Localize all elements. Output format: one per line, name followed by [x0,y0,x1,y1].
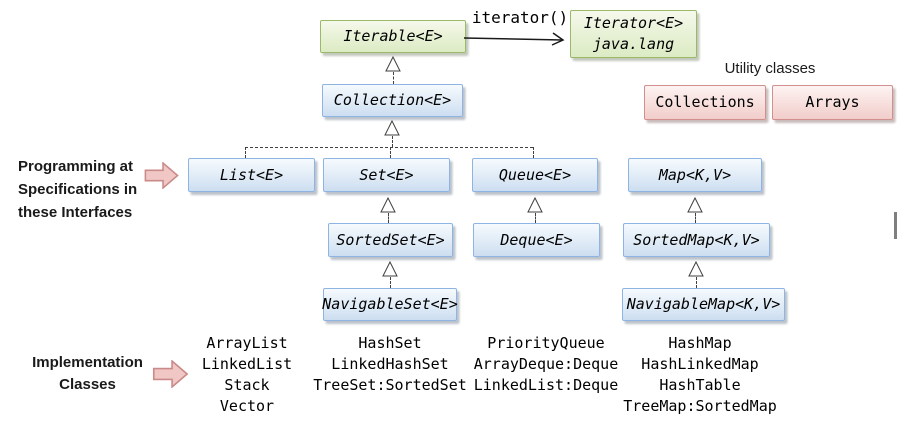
connector-line [696,277,697,288]
collection-interface-box: Collection<E> [322,84,463,117]
implementation-class: PriorityQueue [487,334,605,352]
implementation-class: TreeSet:SortedSet [313,376,467,394]
implementation-class: Stack [224,376,270,394]
generalization-arrow-icon [527,197,543,213]
map-interface-box: Map<K,V> [628,158,762,192]
implementation-class: HashSet [358,334,422,352]
programming-annotation-line: Specifications in [18,181,138,198]
iterator-label: Iterator<E> [583,14,684,32]
sortedset-interface-box: SortedSet<E> [328,223,453,257]
implementation-annotation: Implementation Classes [15,352,160,396]
block-arrow-right-icon [152,360,189,388]
implementation-class: ArrayList [206,334,288,352]
connector-line [245,147,533,148]
generalization-arrow-icon [687,197,703,213]
implementation-class: LinkedList [201,355,293,373]
connector-line [695,213,696,223]
implementation-annotation-line: Implementation [32,354,143,371]
generalization-arrow-icon [384,120,400,136]
right-edge-artifact [894,212,897,239]
implementation-class: HashTable [659,376,741,394]
implementation-annotation-line: Classes [59,376,116,393]
connector-line [533,147,534,158]
iterator-method-label: iterator() [471,8,569,27]
connector-line [535,213,536,223]
navigableset-interface-box: NavigableSet<E> [322,288,458,321]
iterator-association-arrow-icon [464,32,565,46]
utility-classes-caption: Utility classes [724,60,816,77]
list-implementations: ArrayList LinkedList Stack Vector [167,333,327,417]
queue-implementations: PriorityQueue ArrayDeque:Deque LinkedLis… [456,333,636,396]
connector-line [388,213,389,223]
generalization-arrow-icon [688,261,704,277]
map-implementations: HashMap HashLinkedMap HashTable TreeMap:… [610,333,790,417]
collections-utility-box: Collections [644,85,766,120]
connector-line [392,136,393,147]
set-implementations: HashSet LinkedHashSet TreeSet:SortedSet [300,333,480,396]
connector-line [393,72,394,84]
arrays-utility-box: Arrays [772,85,893,120]
deque-interface-box: Deque<E> [473,223,600,257]
generalization-arrow-icon [382,261,398,277]
programming-annotation-line: Programming at [18,158,134,175]
sortedmap-interface-box: SortedMap<K,V> [623,223,770,257]
navigablemap-interface-box: NavigableMap<K,V> [622,288,785,321]
queue-interface-box: Queue<E> [472,158,598,192]
implementation-class: LinkedList:Deque [473,376,619,394]
implementation-class: Vector [219,397,275,415]
connector-line [390,147,391,158]
implementation-class: HashLinkedMap [641,355,759,373]
implementation-class: TreeMap:SortedMap [623,397,777,415]
programming-annotation: Programming at Specifications in these I… [18,155,168,224]
list-interface-box: List<E> [188,158,315,192]
implementation-class: LinkedHashSet [331,355,449,373]
generalization-arrow-icon [385,56,401,72]
set-interface-box: Set<E> [323,158,450,192]
implementation-class: HashMap [668,334,732,352]
connector-line [245,147,246,158]
iterable-interface-box: Iterable<E> [320,20,466,53]
block-arrow-right-icon [144,162,179,189]
programming-annotation-line: these Interfaces [18,204,133,221]
implementation-class: ArrayDeque:Deque [473,355,619,373]
connector-line [390,277,391,288]
iterator-package-label: java.lang [592,35,675,53]
generalization-arrow-icon [380,197,396,213]
iterator-interface-box: Iterator<E> java.lang [570,10,697,58]
